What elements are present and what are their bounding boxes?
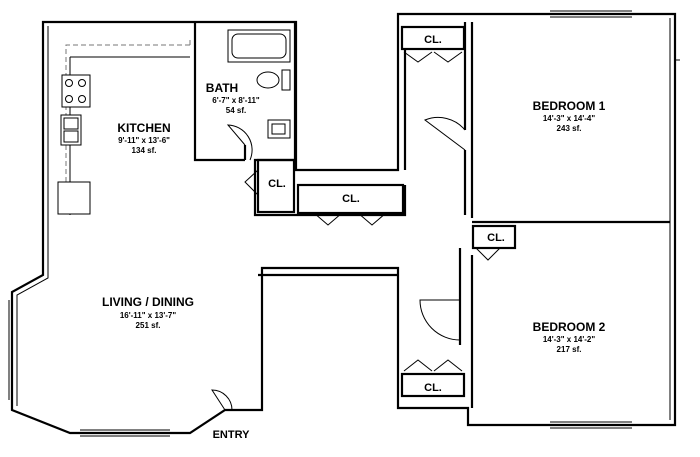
entry-label: ENTRY — [213, 429, 251, 441]
closet-label-bed2-bottom: CL. — [424, 382, 442, 394]
kitchen-sink — [60, 114, 82, 146]
bedroom2-area: 217 sf. — [557, 345, 582, 354]
interior-walls — [193, 22, 670, 408]
bath-dims: 6'-7" x 8'-11" — [212, 96, 260, 105]
refrigerator — [57, 181, 91, 215]
closet-label-long: CL. — [342, 193, 360, 205]
bathtub — [227, 29, 291, 63]
closet-label-bed2-small: CL. — [487, 232, 505, 244]
toilet — [256, 69, 291, 91]
exterior-walls — [10, 12, 677, 435]
closet-label-top-right: CL. — [424, 34, 442, 46]
bath-label: BATH 6'-7" x 8'-11" 54 sf. — [206, 81, 260, 115]
closet-label-hall: CL. — [268, 178, 286, 190]
bedroom1-label: BEDROOM 1 14'-3" x 14'-4" 243 sf. — [533, 99, 606, 133]
bedroom1-name: BEDROOM 1 — [533, 99, 606, 113]
bedroom1-area: 243 sf. — [557, 124, 582, 133]
closet-doors — [313, 51, 501, 372]
kitchen-label: KITCHEN 9'-11" x 13'-6" 134 sf. — [117, 121, 170, 155]
windows — [8, 10, 680, 437]
bath-area: 54 sf. — [226, 106, 246, 115]
bedroom2-label: BEDROOM 2 14'-3" x 14'-2" 217 sf. — [533, 320, 606, 354]
kitchen-dims: 9'-11" x 13'-6" — [118, 136, 170, 145]
kitchen-name: KITCHEN — [117, 121, 170, 135]
bedroom1-dims: 14'-3" x 14'-4" — [543, 114, 596, 123]
doors — [211, 116, 466, 411]
kitchen-area: 134 sf. — [132, 146, 157, 155]
living-dims: 16'-11" x 13'-7" — [120, 311, 177, 320]
bedroom2-name: BEDROOM 2 — [533, 320, 606, 334]
bedroom2-dims: 14'-3" x 14'-2" — [543, 335, 596, 344]
living-area: 251 sf. — [136, 321, 161, 330]
bath-sink — [267, 119, 291, 139]
living-label: LIVING / DINING 16'-11" x 13'-7" 251 sf. — [102, 295, 194, 330]
living-name: LIVING / DINING — [102, 295, 194, 309]
bath-name: BATH — [206, 81, 238, 95]
stove — [61, 74, 91, 108]
